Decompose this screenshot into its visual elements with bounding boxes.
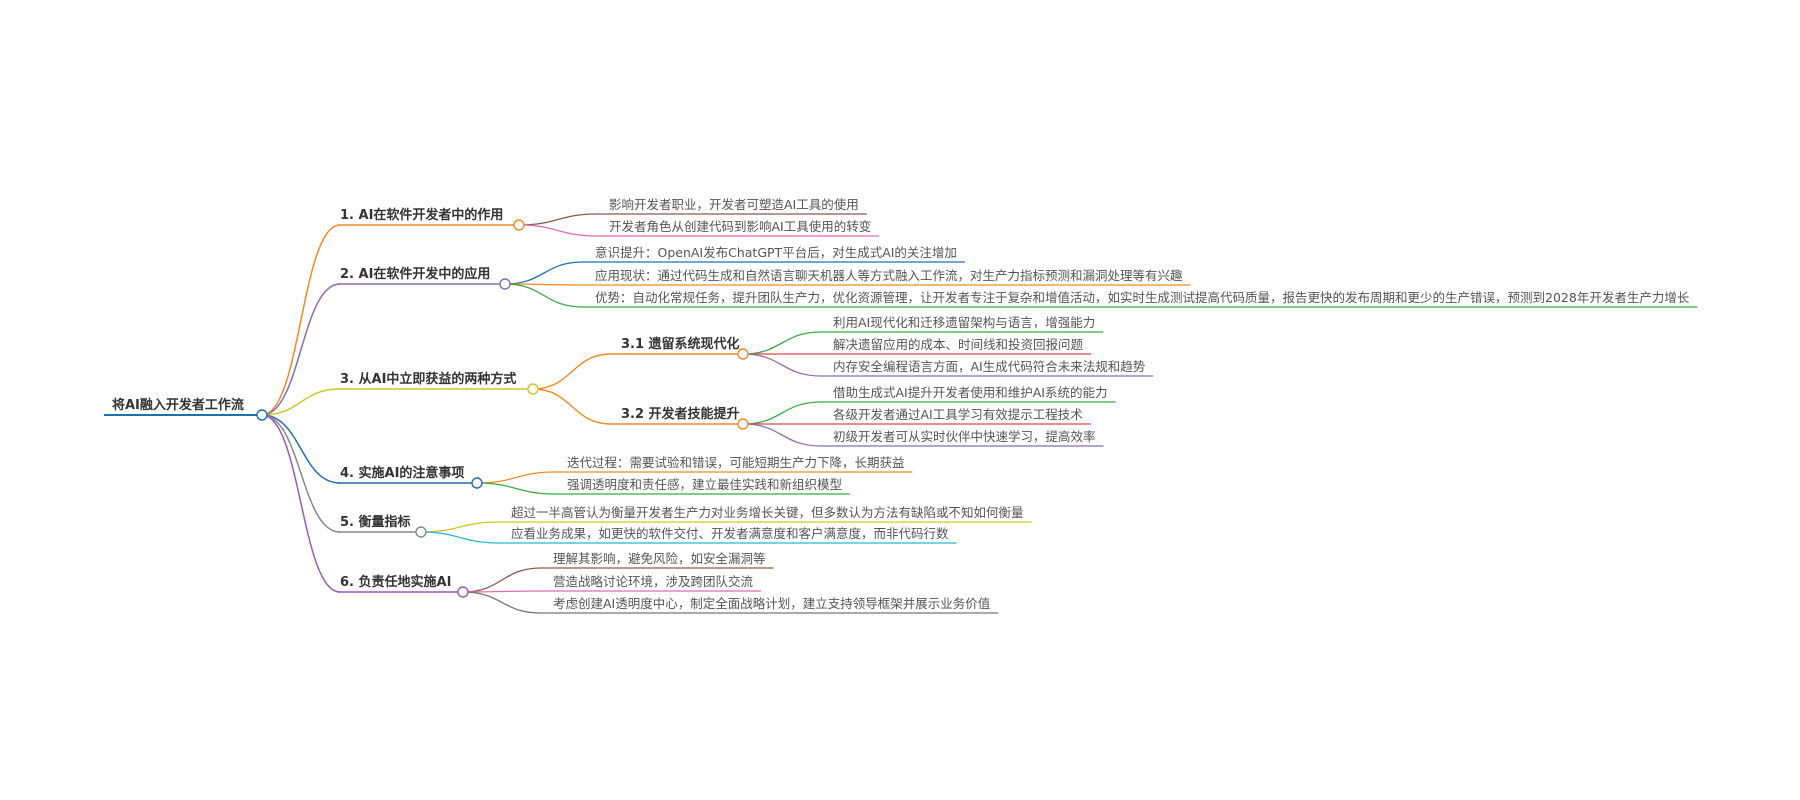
leaf-label: 利用AI现代化和迁移遗留架构与语言，增强能力	[833, 315, 1095, 330]
leaf-connector	[462, 591, 542, 614]
leaf-label: 超过一半高管认为衡量开发者生产力对业务增长关键，但多数认为方法有缺陷或不知如何衡…	[511, 505, 1024, 520]
leaf-label: 各级开发者通过AI工具学习有效提示工程技术	[833, 407, 1083, 422]
leaf-label: 影响开发者职业，开发者可塑造AI工具的使用	[609, 197, 859, 212]
leaf-label: 迭代过程：需要试验和错误，可能短期生产力下降，长期获益	[567, 455, 905, 470]
branch-connector	[261, 414, 341, 593]
branch-label-3: 3. 从AI中立即获益的两种方式	[340, 371, 516, 387]
leaf-connector	[504, 261, 584, 285]
subbranch-label-2: 3.2 开发者技能提升	[621, 406, 740, 422]
leaf-connector	[742, 353, 822, 377]
leaf-connector	[420, 521, 500, 533]
branch-collapse-toggle-2[interactable]	[499, 278, 511, 290]
subbranch-connector	[532, 388, 612, 425]
branch-collapse-toggle-1[interactable]	[513, 219, 525, 231]
leaf-label: 理解其影响，避免风险，如安全漏洞等	[553, 551, 766, 566]
leaf-label: 内存安全编程语言方面，AI生成代码符合未来法规和趋势	[833, 359, 1146, 374]
leaf-label: 优势：自动化常规任务，提升团队生产力，优化资源管理，让开发者专注于复杂和增值活动…	[595, 290, 1690, 305]
leaf-connector	[504, 283, 584, 308]
underline-layer	[104, 213, 1698, 614]
leaf-label: 营造战略讨论环境，涉及跨团队交流	[553, 574, 754, 589]
leaf-connector	[742, 423, 822, 447]
subbranch-label-1: 3.1 遗留系统现代化	[621, 336, 740, 352]
branch-connector	[261, 414, 341, 533]
leaf-connector	[742, 331, 822, 355]
leaf-label: 应用现状：通过代码生成和自然语言聊天机器人等方式融入工作流，对生产力指标预测和漏…	[595, 268, 1183, 283]
leaf-connector	[476, 482, 556, 495]
branch-label-1: 1. AI在软件开发者中的作用	[340, 207, 503, 223]
subbranch-collapse-toggle-2[interactable]	[737, 418, 749, 430]
branch-collapse-toggle-6[interactable]	[457, 586, 469, 598]
leaf-label: 应看业务成果，如更快的软件交付、开发者满意度和客户满意度，而非代码行数	[511, 526, 949, 541]
subbranch-collapse-toggle-1[interactable]	[737, 348, 749, 360]
leaf-label: 意识提升：OpenAI发布ChatGPT平台后，对生成式AI的关注增加	[595, 245, 957, 260]
leaf-connector	[518, 224, 598, 237]
subbranch-connector	[532, 353, 612, 390]
leaf-label: 初级开发者可从实时伙伴中快速学习，提高效率	[833, 429, 1096, 444]
leaf-connector	[420, 531, 500, 544]
root-collapse-toggle[interactable]	[256, 409, 268, 421]
branch-label-4: 4. 实施AI的注意事项	[340, 465, 464, 481]
leaf-connector	[462, 567, 542, 593]
branch-collapse-toggle-5[interactable]	[415, 526, 427, 538]
branch-label-2: 2. AI在软件开发中的应用	[340, 266, 490, 282]
branch-collapse-toggle-4[interactable]	[471, 477, 483, 489]
leaf-label: 开发者角色从创建代码到影响AI工具使用的转变	[609, 219, 871, 234]
branch-connector	[261, 414, 341, 484]
branch-connector	[261, 388, 341, 416]
connector-layer	[261, 213, 822, 614]
branch-label-6: 6. 负责任地实施AI	[340, 574, 451, 590]
leaf-label: 强调透明度和责任感，建立最佳实践和新组织模型	[567, 477, 842, 492]
branch-connector	[261, 224, 341, 416]
leaf-label: 考虑创建AI透明度中心，制定全面战略计划，建立支持领导框架并展示业务价值	[553, 596, 990, 611]
leaf-connector	[476, 471, 556, 484]
node-dot-layer	[256, 219, 749, 598]
branch-connector	[261, 283, 341, 416]
root-topic-label: 将AI融入开发者工作流	[112, 397, 244, 413]
branch-label-5: 5. 衡量指标	[340, 514, 411, 530]
leaf-label: 解决遗留应用的成本、时间线和投资回报问题	[833, 337, 1084, 352]
leaf-connector	[742, 401, 822, 425]
leaf-connector	[518, 213, 598, 226]
label-layer: 将AI融入开发者工作流 1. AI在软件开发者中的作用 影响开发者职业，开发者可塑造…	[112, 197, 1690, 611]
branch-collapse-toggle-3[interactable]	[527, 383, 539, 395]
leaf-label: 借助生成式AI提升开发者使用和维护AI系统的能力	[833, 385, 1107, 400]
